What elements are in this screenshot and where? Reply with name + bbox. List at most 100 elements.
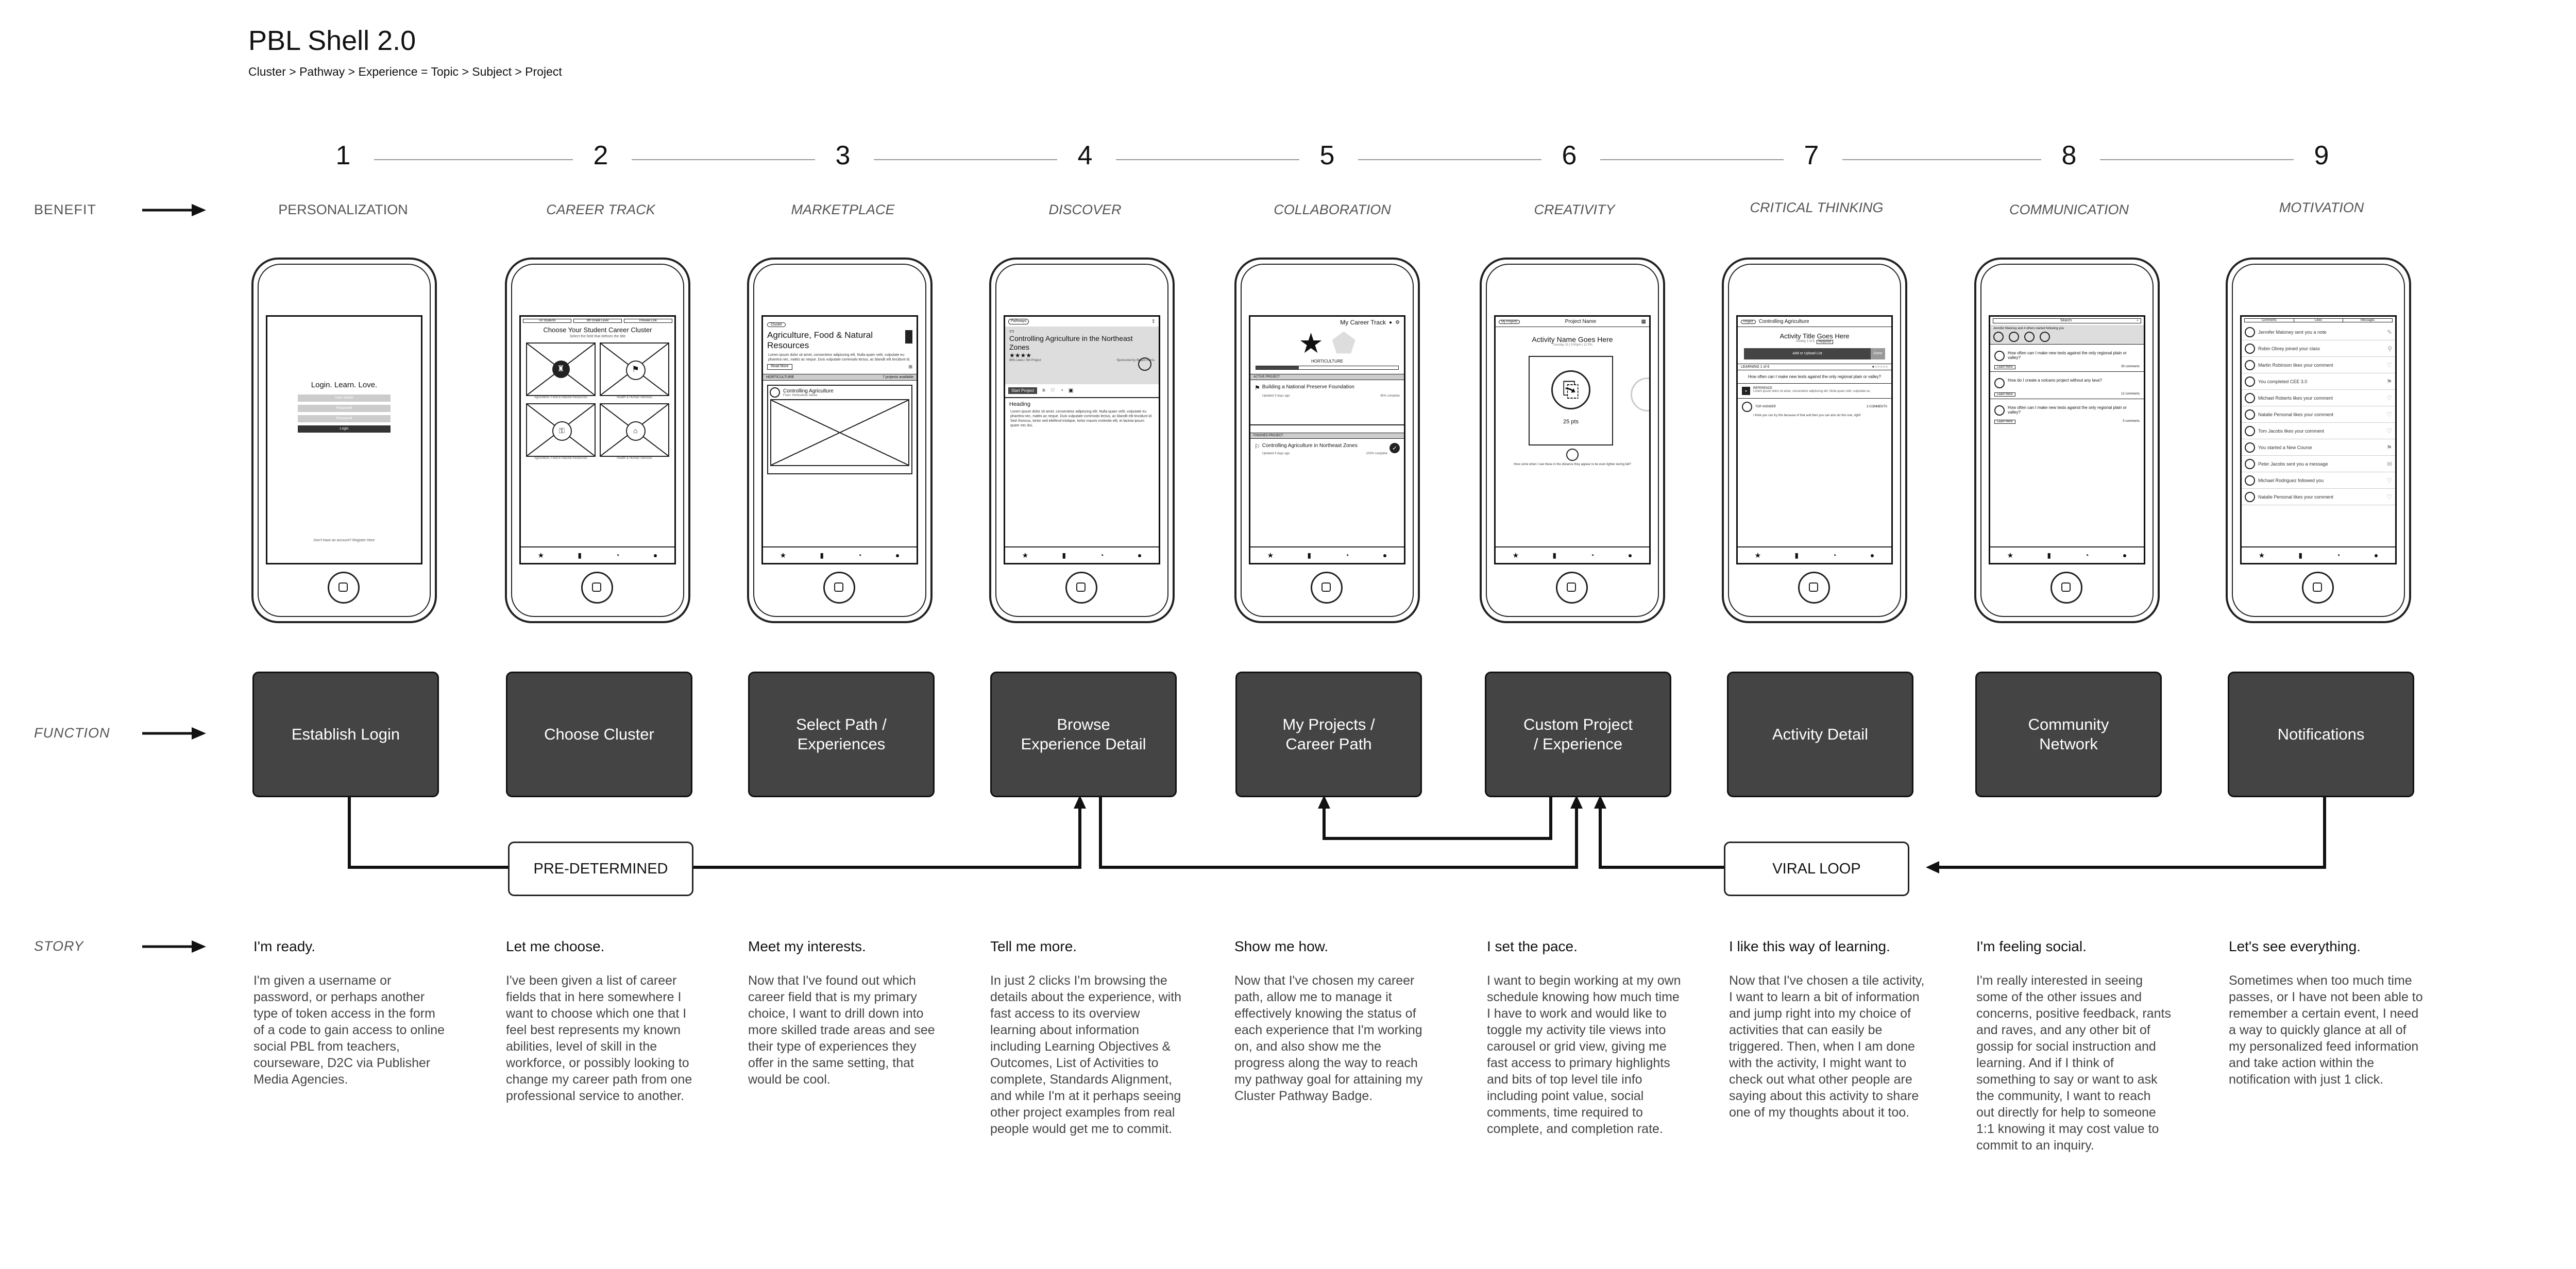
search-icon[interactable]: ⌕ xyxy=(2137,319,2139,322)
confirm-password-field[interactable]: Password xyxy=(298,415,391,422)
profile-icon[interactable]: ● xyxy=(1870,551,1875,559)
tab-preview-link[interactable]: Preview Link xyxy=(624,319,672,323)
back-button[interactable]: Cluster xyxy=(767,322,786,327)
profile-icon[interactable]: ● xyxy=(1388,319,1393,325)
function-browse-experience[interactable]: Browse Experience Detail xyxy=(990,672,1177,797)
home-button[interactable] xyxy=(1556,572,1588,604)
back-button[interactable]: My Projects xyxy=(1499,319,1520,324)
follower-avatar[interactable] xyxy=(2024,332,2035,342)
bookmark-icon[interactable]: ▮ xyxy=(1307,551,1312,559)
star-icon[interactable]: ★ xyxy=(779,551,787,559)
author-avatar[interactable] xyxy=(1138,357,1151,371)
action-icon[interactable]: ⚲ xyxy=(2387,345,2392,352)
home-button[interactable] xyxy=(328,572,360,604)
active-project-row[interactable]: ⚑ Building a National Preserve Foundatio… xyxy=(1250,380,1404,425)
follower-avatar[interactable] xyxy=(2040,332,2050,342)
post-learn-more-button[interactable]: Learn More xyxy=(1994,365,2015,369)
action-icon[interactable]: ♡ xyxy=(2386,476,2392,484)
follower-avatar[interactable] xyxy=(2009,332,2019,342)
star-icon[interactable]: ★ xyxy=(1267,551,1274,559)
notification-item[interactable]: Peter Jacobs sent you a message✉ xyxy=(2242,456,2395,472)
function-choose-cluster[interactable]: Choose Cluster xyxy=(506,672,692,797)
chat-icon[interactable]: ◔ xyxy=(2084,551,2089,559)
star-icon[interactable]: ★ xyxy=(2007,551,2014,559)
media-icon[interactable]: ▣ xyxy=(1068,388,1074,393)
action-icon[interactable]: ♡ xyxy=(2386,361,2392,369)
follower-avatar[interactable] xyxy=(1993,332,2004,342)
action-icon[interactable]: ✉ xyxy=(2386,460,2392,468)
project-card[interactable]: Controlling Agriculture From: Horticultu… xyxy=(767,385,912,474)
tab-likes[interactable]: Likes xyxy=(2294,319,2344,322)
bookmark-icon[interactable] xyxy=(905,330,912,344)
home-button[interactable] xyxy=(1798,572,1830,604)
star-icon[interactable]: ★ xyxy=(2258,551,2265,559)
action-icon[interactable]: ⚑ xyxy=(2386,378,2392,385)
register-link[interactable]: Don't have an account? Register Here xyxy=(313,539,375,542)
notification-item[interactable]: Michael Roberts likes your comment♡ xyxy=(2242,390,2395,406)
search-input[interactable]: Search xyxy=(2060,319,2072,322)
function-my-projects[interactable]: My Projects / Career Path xyxy=(1235,672,1422,797)
bookmark-icon[interactable]: ▮ xyxy=(578,551,582,559)
upload-action[interactable]: Add or Upload List xyxy=(1744,348,1871,359)
activity-tile[interactable]: ⎘ 25 pts xyxy=(1529,356,1613,445)
home-button[interactable] xyxy=(581,572,613,604)
notification-item[interactable]: Jennifer Maloney sent you a note✎ xyxy=(2242,324,2395,340)
function-select-path[interactable]: Select Path / Experiences xyxy=(748,672,935,797)
action-icon[interactable]: ♡ xyxy=(2386,394,2392,402)
notification-item[interactable]: Martin Robinson likes your comment♡ xyxy=(2242,357,2395,373)
function-establish-login[interactable]: Establish Login xyxy=(252,672,439,797)
function-community-network[interactable]: Community Network xyxy=(1975,672,2162,797)
profile-icon[interactable]: ● xyxy=(2122,551,2127,559)
star-icon[interactable]: ★ xyxy=(537,551,545,559)
notification-item[interactable]: Michael Rodriguez followed you♡ xyxy=(2242,472,2395,489)
tab-comments[interactable]: Comments xyxy=(2245,319,2294,322)
gear-icon[interactable]: ⚙ xyxy=(1395,319,1400,325)
action-icon[interactable]: ♡ xyxy=(2386,410,2392,418)
notification-item[interactable]: Natalie Personal likes your comment♡ xyxy=(2242,489,2395,505)
bookmark-icon[interactable]: ▮ xyxy=(820,551,824,559)
profile-icon[interactable]: ● xyxy=(1628,551,1633,559)
cluster-tile[interactable]: ⚑ xyxy=(600,342,669,396)
home-button[interactable] xyxy=(2050,572,2082,604)
post-learn-more-button[interactable]: Learn More xyxy=(1994,420,2015,424)
profile-icon[interactable]: ● xyxy=(1137,551,1142,559)
tab-students[interactable]: Tin Students xyxy=(523,319,571,323)
community-post[interactable]: How do I create a volcano project withou… xyxy=(1990,372,2144,399)
community-post[interactable]: How often can I make new tests against t… xyxy=(1990,345,2144,372)
cluster-tile[interactable]: ⌂ xyxy=(600,403,669,457)
comment-icon[interactable]: ◔ xyxy=(1060,388,1063,393)
chat-icon[interactable]: ◔ xyxy=(1832,551,1837,559)
list-icon[interactable]: ≡ xyxy=(1042,388,1045,393)
bookmark-icon[interactable]: ▮ xyxy=(1552,551,1557,559)
back-button[interactable]: Project xyxy=(1741,319,1756,324)
bookmark-icon[interactable]: ▮ xyxy=(2047,551,2052,559)
bookmark-icon[interactable]: ▮ xyxy=(1062,551,1066,559)
chat-icon[interactable]: ◔ xyxy=(1099,551,1104,559)
home-button[interactable] xyxy=(823,572,855,604)
chat-icon[interactable]: ◔ xyxy=(1590,551,1595,559)
action-icon[interactable]: ♡ xyxy=(2386,427,2392,435)
share-icon[interactable]: ⊞ xyxy=(908,364,912,369)
star-icon[interactable]: ★ xyxy=(1512,551,1519,559)
read-more-button[interactable]: Read More xyxy=(767,364,792,370)
username-field[interactable]: User Name xyxy=(298,395,391,402)
profile-icon[interactable]: ● xyxy=(2374,551,2379,559)
notification-item[interactable]: Natalie Personal likes your comment♡ xyxy=(2242,406,2395,423)
community-post[interactable]: How often can I make new tests against t… xyxy=(1990,399,2144,426)
post-learn-more-button[interactable]: Learn More xyxy=(1994,392,2015,397)
share-icon[interactable]: ⇪ xyxy=(1151,319,1156,324)
function-custom-project[interactable]: Custom Project / Experience xyxy=(1485,672,1671,797)
cluster-tile[interactable]: ⚿ xyxy=(526,403,596,457)
notification-item[interactable]: Robin Obrey joined your class⚲ xyxy=(2242,340,2395,357)
finished-project-row[interactable]: ⚐ Controlling Agriculture in Northeast Z… xyxy=(1250,439,1404,459)
start-project-button[interactable]: Start Project xyxy=(1008,387,1038,394)
chat-icon[interactable]: ◔ xyxy=(2336,551,2341,559)
tab-grade-level[interactable]: 9th Grade Level xyxy=(573,319,622,323)
home-button[interactable] xyxy=(1311,572,1343,604)
login-button[interactable]: Login xyxy=(298,425,391,433)
home-button[interactable] xyxy=(2302,572,2334,604)
notification-item[interactable]: You started a New Course⚑ xyxy=(2242,439,2395,456)
star-icon[interactable]: ★ xyxy=(1754,551,1761,559)
done-button[interactable]: Done xyxy=(1871,348,1885,359)
chat-icon[interactable]: ◔ xyxy=(1345,551,1349,559)
